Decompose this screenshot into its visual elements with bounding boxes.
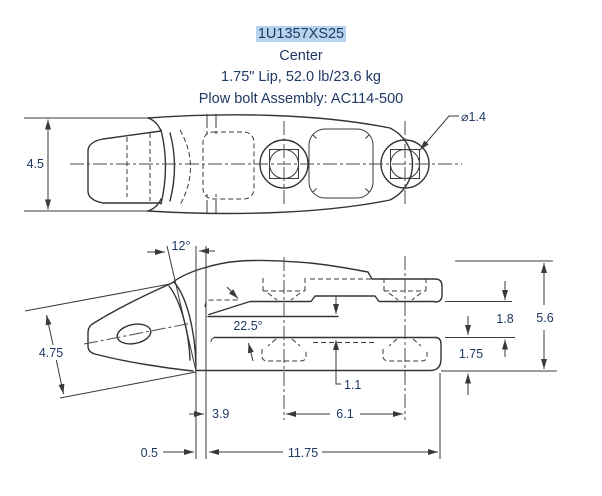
- dim-body-length-label: 11.75: [288, 446, 318, 460]
- top-view-shoulders: [147, 117, 162, 212]
- dim-lip-overhang-label: 0.5: [141, 446, 158, 460]
- dim-hole-offset: 3.9: [189, 407, 229, 421]
- dim-overall-height: 5.6: [536, 263, 554, 369]
- part-position: Center: [279, 47, 323, 64]
- top-view-tooth-hidden-lines: [126, 129, 191, 206]
- side-view-extension-lines: [439, 260, 557, 459]
- dim-hole-spacing: 6.1: [286, 407, 403, 421]
- dim-chamfer-angle: 22.5°: [226, 286, 263, 362]
- dim-tooth-height-label: 4.75: [39, 346, 63, 360]
- dim-tooth-height: 4.75: [24, 283, 197, 399]
- dim-overall-height-label: 5.6: [536, 311, 553, 325]
- top-view: 4.5 ⌀1.4: [24, 110, 486, 215]
- side-view-reference-lines: [166, 245, 207, 459]
- top-view-centerlines: [70, 121, 462, 207]
- title-block: 1U1357XS25 Center 1.75" Lip, 52.0 lb/23.…: [0, 24, 602, 110]
- dim-lip-thickness-label: 1.75: [459, 347, 483, 361]
- top-view-tooth-outline: [87, 130, 162, 204]
- side-view-tooth-axis: [83, 322, 193, 345]
- side-view-joint-curves: [168, 281, 197, 367]
- side-view-body-top: [171, 259, 443, 303]
- dim-draft-angle-label: 12°: [172, 239, 191, 253]
- part-number[interactable]: 1U1357XS25: [255, 26, 347, 42]
- side-view-body-bottom: [195, 336, 442, 372]
- dim-chamfer-angle-label: 22.5°: [233, 319, 262, 333]
- dim-hole-offset-label: 3.9: [212, 407, 229, 421]
- side-view-tooth-outline: [87, 282, 194, 372]
- dim-hole-diameter: ⌀1.4: [419, 110, 486, 151]
- dim-lip-overhang: 0.5: [141, 446, 194, 460]
- side-view-mouth-hidden: [204, 299, 238, 343]
- dim-throat-label: 1.1: [344, 378, 361, 392]
- part-number-line: 1U1357XS25: [0, 24, 602, 46]
- top-view-web-corner-ticks: [312, 134, 370, 193]
- dim-hole-spacing-label: 6.1: [336, 407, 353, 421]
- dim-body-length: 11.75: [209, 446, 438, 460]
- side-view: 12° 4.75 22.5° 5.6: [24, 239, 557, 460]
- dim-slot-gap-label: 1.8: [496, 312, 513, 326]
- top-view-body-outline: [147, 114, 414, 215]
- top-view-tooth-base-curves: [160, 129, 176, 205]
- top-view-notch-ticks: [206, 114, 217, 214]
- dim-throat: 1.1: [333, 296, 361, 392]
- dim-rear-width: 4.5: [24, 117, 150, 212]
- side-view-hole-centerlines: [283, 256, 406, 420]
- dim-hole-diameter-label: ⌀1.4: [461, 110, 486, 124]
- dim-rear-width-label: 4.5: [27, 157, 44, 171]
- assembly-info: Plow bolt Assembly: AC114-500: [198, 90, 404, 107]
- side-view-recess-hidden: [310, 278, 396, 343]
- side-view-slot-top: [208, 295, 436, 316]
- dim-draft-angle: 12°: [147, 239, 215, 255]
- dim-lip-thickness: 1.75: [459, 316, 483, 395]
- part-spec: 1.75" Lip, 52.0 lb/23.6 kg: [221, 69, 381, 85]
- top-view-pocket-hidden: [202, 131, 255, 200]
- dim-slot-gap: 1.8: [496, 281, 514, 357]
